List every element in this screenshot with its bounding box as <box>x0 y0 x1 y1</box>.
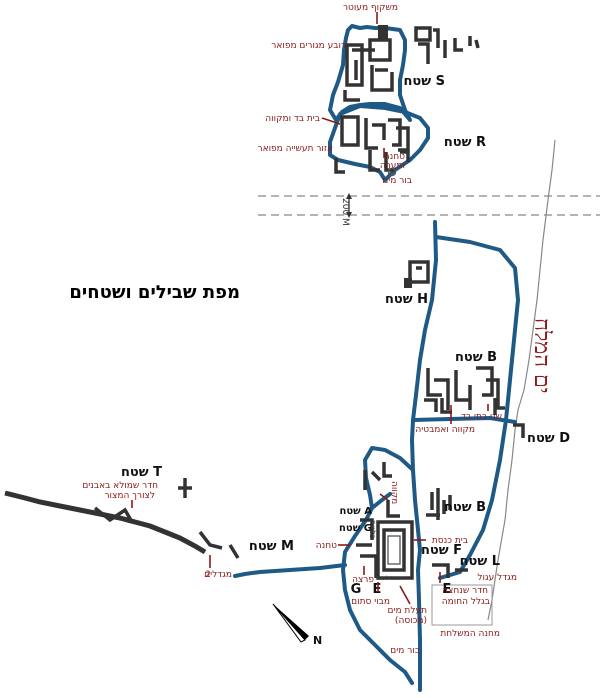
label-lit-quarter: רובע מגורים מפואר <box>271 41 346 51</box>
label-two-olive-presses: שני בתי בד <box>461 412 502 422</box>
label-olive-press-mikveh: בית בד ומקווה <box>265 114 320 124</box>
label-cistern-north: בור מים <box>382 176 412 186</box>
area-a: שטח A <box>340 506 373 517</box>
area-b-north: שטח B <box>455 350 497 365</box>
letter-g: G <box>351 582 362 597</box>
label-water-channel: תעלת מים <box>387 606 427 616</box>
area-s: שטח S <box>403 74 445 89</box>
cistern-north-marker <box>387 167 397 177</box>
area-t: שטח T <box>121 465 162 480</box>
area-l: שטח L <box>460 554 500 569</box>
label-blocked-entrance: מבוי סתום <box>351 597 390 607</box>
label-by-wall: בגלל החומה <box>442 597 490 607</box>
map-title: מפת שבילים ושטחים <box>69 282 240 303</box>
label-room-cut: חדר שנחצה <box>442 586 488 596</box>
label-towers: מגדלים <box>204 570 232 580</box>
label-breach: פרצה <box>352 575 374 585</box>
label-mill: טחנה <box>316 541 337 551</box>
paths <box>233 24 520 692</box>
letter-e-right: E <box>443 582 452 597</box>
shoreline <box>487 139 556 621</box>
label-mill-cave: טחנה <box>384 152 405 162</box>
label-towers-count: 2 <box>205 570 211 580</box>
label-mikveh-bath: מקווה ואמבטיה <box>415 425 475 435</box>
area-g-upper: שטח G <box>339 523 372 534</box>
label-synagogue: בית כנסת <box>432 536 468 546</box>
label-mikveh-v: מקווה <box>389 481 399 504</box>
sea-label: ים המלח <box>529 318 554 394</box>
area-b-south: שטח B <box>444 500 486 515</box>
area-m: שטח M <box>249 539 294 554</box>
label-ritual-room: חדר לימוד <box>376 575 402 582</box>
north-arrow: N <box>272 603 322 647</box>
letter-e-left: E <box>373 582 382 597</box>
scale-break: 200 M <box>258 193 600 226</box>
label-observation-post: משקוף מעוטר <box>343 3 398 13</box>
label-covered: (מכוסה) <box>395 616 427 626</box>
label-for-tower: לצורך המצור <box>104 491 155 501</box>
label-lshape: כלנית <box>368 520 377 539</box>
north-label: N <box>313 634 322 647</box>
area-r: שטח R <box>444 135 486 150</box>
label-industrial-zone: אזור תעשייה מפואר <box>258 144 334 154</box>
area-d: שטח D <box>527 431 570 446</box>
label-stone-room: חדר שמולא באבנים <box>82 481 158 491</box>
buildings <box>4 25 525 580</box>
label-round-tower: מגדל עגול <box>477 573 517 583</box>
distance-label: 200 M <box>340 198 350 226</box>
label-camp: מחנה המשלחת <box>440 629 500 639</box>
area-h: שטח H <box>385 292 428 307</box>
area-f: שטח F <box>421 543 462 558</box>
expedition-camp <box>431 584 493 626</box>
label-cistern-south: בור מים <box>390 646 420 656</box>
label-mill-cave-2: ומערה <box>380 161 405 171</box>
